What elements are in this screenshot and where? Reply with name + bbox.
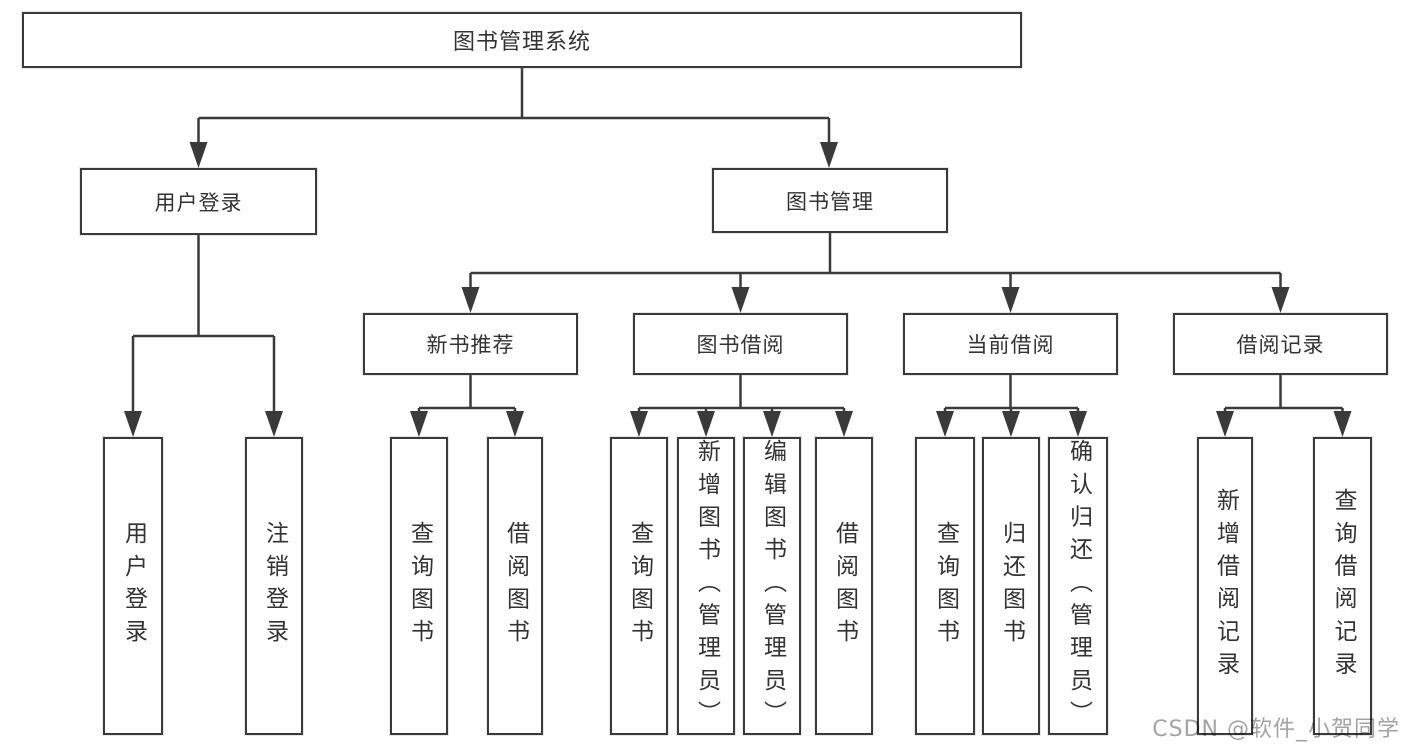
leaf-bb-query-book-label: 查询图书 [626,520,653,652]
leaf-user-login-label: 用户登录 [120,520,147,652]
node-book-borrow-label: 图书借阅 [696,333,785,357]
node-borrow-record: 借阅记录 [1173,313,1388,375]
leaf-bb-edit-book: 编辑图书（管理员） [743,437,801,735]
leaf-nb-borrow-book-label: 借阅图书 [502,520,529,652]
arrowheads-level4 [410,411,1352,437]
leaf-logout: 注销登录 [245,437,303,735]
leaf-nb-borrow-book: 借阅图书 [487,437,543,735]
leaf-bb-query-book: 查询图书 [610,437,668,735]
connector-newbook-to-leaves [417,375,517,414]
connector-userlogin-to-leaves [131,235,276,414]
leaf-br-add-record-label: 新增借阅记录 [1212,488,1239,684]
leaf-br-query-record: 查询借阅记录 [1313,437,1372,735]
leaf-br-add-record: 新增借阅记录 [1197,437,1253,735]
leaf-logout-label: 注销登录 [261,520,288,652]
leaf-cb-query-book-label: 查询图书 [932,520,959,652]
node-root: 图书管理系统 [22,12,1022,68]
leaf-nb-query-book-label: 查询图书 [406,520,433,652]
node-current-borrow: 当前借阅 [903,313,1118,375]
node-current-borrow-label: 当前借阅 [966,333,1055,357]
connector-borrowrecord-to-leaves [1223,375,1344,414]
connector-currentborrow-to-leaves [943,375,1080,414]
arrowheads-userlogin-leaves [124,411,283,437]
leaf-nb-query-book: 查询图书 [390,437,448,735]
leaf-bb-borrow-book-label: 借阅图书 [831,520,858,652]
leaf-cb-confirm-return: 确认归还（管理员） [1048,437,1108,735]
node-borrow-record-label: 借阅记录 [1236,333,1325,357]
leaf-cb-confirm-return-label: 确认归还（管理员） [1065,439,1092,733]
node-user-login-label: 用户登录 [154,190,243,215]
connector-bookborrow-to-leaves [637,375,846,414]
leaf-br-query-record-label: 查询借阅记录 [1330,488,1356,684]
node-user-login: 用户登录 [80,168,317,235]
leaf-cb-return-book-label: 归还图书 [998,520,1025,652]
leaf-bb-add-book-label: 新增图书（管理员） [693,439,720,733]
node-book-borrow: 图书借阅 [633,313,848,375]
arrowheads-level3 [461,287,1290,313]
node-new-book-recommend-label: 新书推荐 [426,333,515,357]
node-book-management: 图书管理 [712,168,948,233]
connector-bookmgmt-to-level3 [469,233,1282,290]
leaf-bb-borrow-book: 借阅图书 [815,437,873,735]
leaf-bb-edit-book-label: 编辑图书（管理员） [759,439,786,733]
leaf-bb-add-book: 新增图书（管理员） [677,437,735,735]
node-new-book-recommend: 新书推荐 [363,313,578,375]
node-root-label: 图书管理系统 [452,30,591,55]
connector-root-to-level2 [197,68,831,146]
csdn-watermark: CSDN @软件_小贺同学 [1152,717,1400,742]
leaf-user-login: 用户登录 [103,437,163,735]
arrowheads-level2 [189,142,838,168]
leaf-cb-return-book: 归还图书 [982,437,1040,735]
leaf-cb-query-book: 查询图书 [915,437,975,735]
node-book-management-label: 图书管理 [786,189,874,214]
